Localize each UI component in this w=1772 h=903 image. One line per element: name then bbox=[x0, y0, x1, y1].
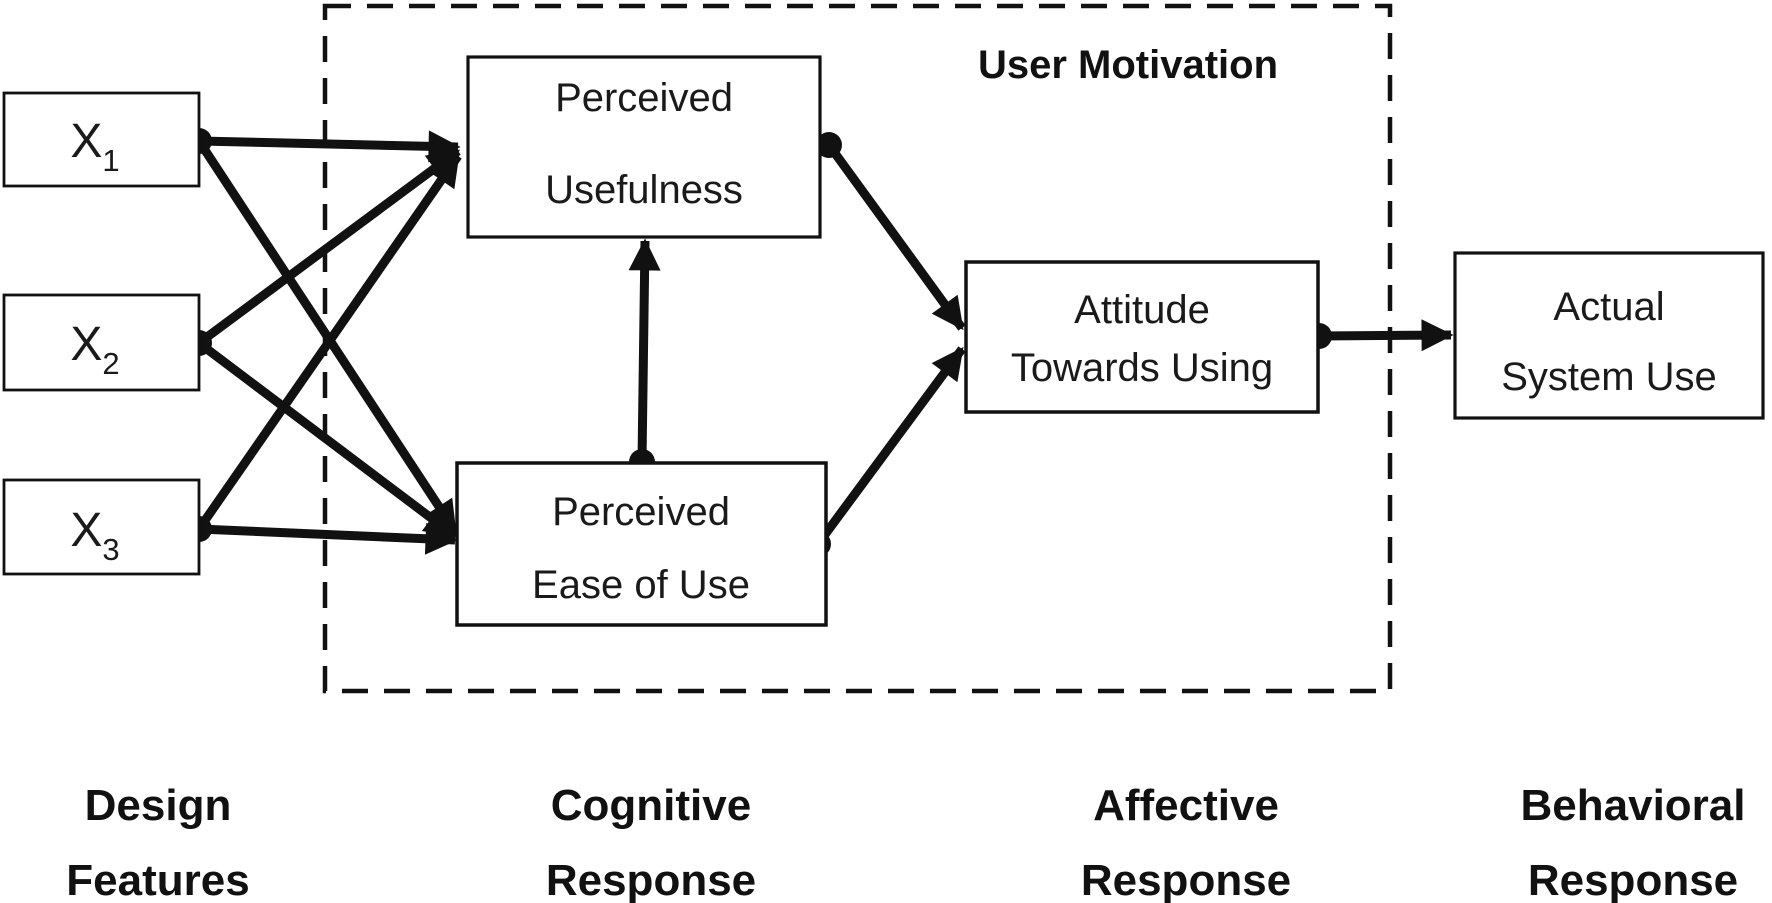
edge-x1-to-perceived-usefulness bbox=[198, 130, 461, 163]
node-x1: X1 bbox=[2, 91, 201, 188]
edge-x3-to-perceived-usefulness bbox=[195, 153, 462, 532]
cognitive-response-line1: Cognitive bbox=[551, 781, 751, 830]
perceived-ease-of-use-line1: Perceived bbox=[552, 490, 730, 534]
node-x3: X3 bbox=[2, 478, 201, 576]
edge-x2-to-perceived-usefulness bbox=[196, 147, 461, 347]
perceived-usefulness-line2: Usefulness bbox=[545, 168, 743, 212]
node-perceived-usefulness: Perceived Usefulness bbox=[466, 55, 822, 239]
actual-system-use-line2: System Use bbox=[1501, 355, 1717, 399]
affective-response-line1: Affective bbox=[1093, 781, 1279, 830]
node-x1-label: X1 bbox=[70, 115, 119, 178]
stage-label-design-features: Design Features bbox=[66, 781, 249, 903]
edge-ease-of-use-to-usefulness bbox=[628, 238, 661, 462]
edge-usefulness-to-attitude bbox=[825, 142, 966, 331]
behavioral-response-line2: Response bbox=[1528, 856, 1738, 903]
attitude-line1: Attitude bbox=[1074, 288, 1210, 332]
edge-attitude-to-actual-system-use bbox=[1318, 319, 1454, 352]
actual-system-use-line1: Actual bbox=[1553, 285, 1664, 329]
perceived-usefulness-line1: Perceived bbox=[555, 76, 733, 120]
node-x2-label: X2 bbox=[70, 318, 119, 381]
stage-label-behavioral-response: Behavioral Response bbox=[1521, 781, 1746, 903]
stage-label-cognitive-response: Cognitive Response bbox=[546, 781, 756, 903]
node-attitude-towards-using: Attitude Towards Using bbox=[964, 260, 1320, 414]
edge-x1-to-perceived-ease-of-use bbox=[195, 138, 459, 534]
junction-dot-usefulness bbox=[816, 132, 842, 158]
edge-x3-to-perceived-ease-of-use bbox=[198, 522, 458, 555]
design-features-line1: Design bbox=[85, 781, 232, 830]
edge-ease-of-use-to-attitude bbox=[814, 346, 966, 547]
cognitive-response-line2: Response bbox=[546, 856, 756, 903]
node-perceived-ease-of-use: Perceived Ease of Use bbox=[455, 461, 828, 627]
user-motivation-label: User Motivation bbox=[978, 43, 1278, 87]
design-features-line2: Features bbox=[66, 856, 249, 903]
attitude-line2: Towards Using bbox=[1011, 346, 1273, 390]
node-x3-label: X3 bbox=[70, 504, 119, 567]
edge-x2-to-perceived-ease-of-use bbox=[196, 339, 458, 540]
node-x2: X2 bbox=[2, 293, 201, 392]
stage-label-affective-response: Affective Response bbox=[1081, 781, 1291, 903]
node-actual-system-use: Actual System Use bbox=[1453, 251, 1765, 420]
perceived-ease-of-use-line2: Ease of Use bbox=[532, 563, 750, 607]
behavioral-response-line1: Behavioral bbox=[1521, 781, 1746, 830]
affective-response-line2: Response bbox=[1081, 856, 1291, 903]
